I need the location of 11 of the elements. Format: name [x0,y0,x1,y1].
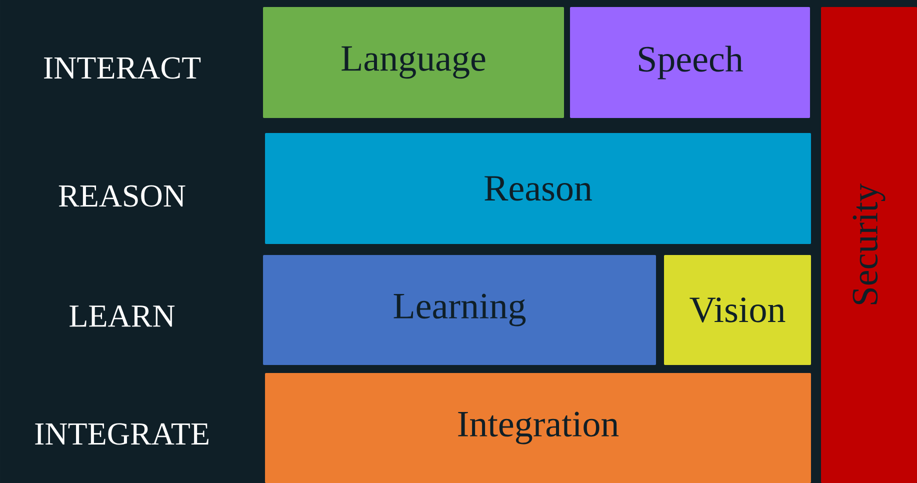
security-bar: Security [821,7,917,483]
layer-box: Integration [265,373,811,483]
layer-label: REASON [58,185,186,207]
layer-box: Speech [570,7,810,118]
layer-label: LEARN [70,305,175,327]
layer-box: Language [263,7,564,118]
layer-box: Reason [265,133,811,244]
layer-label: INTERACT [44,57,201,79]
layer-box: Learning [263,255,656,365]
layer-box: Vision [664,255,811,365]
layer-label: INTEGRATE [35,423,208,445]
